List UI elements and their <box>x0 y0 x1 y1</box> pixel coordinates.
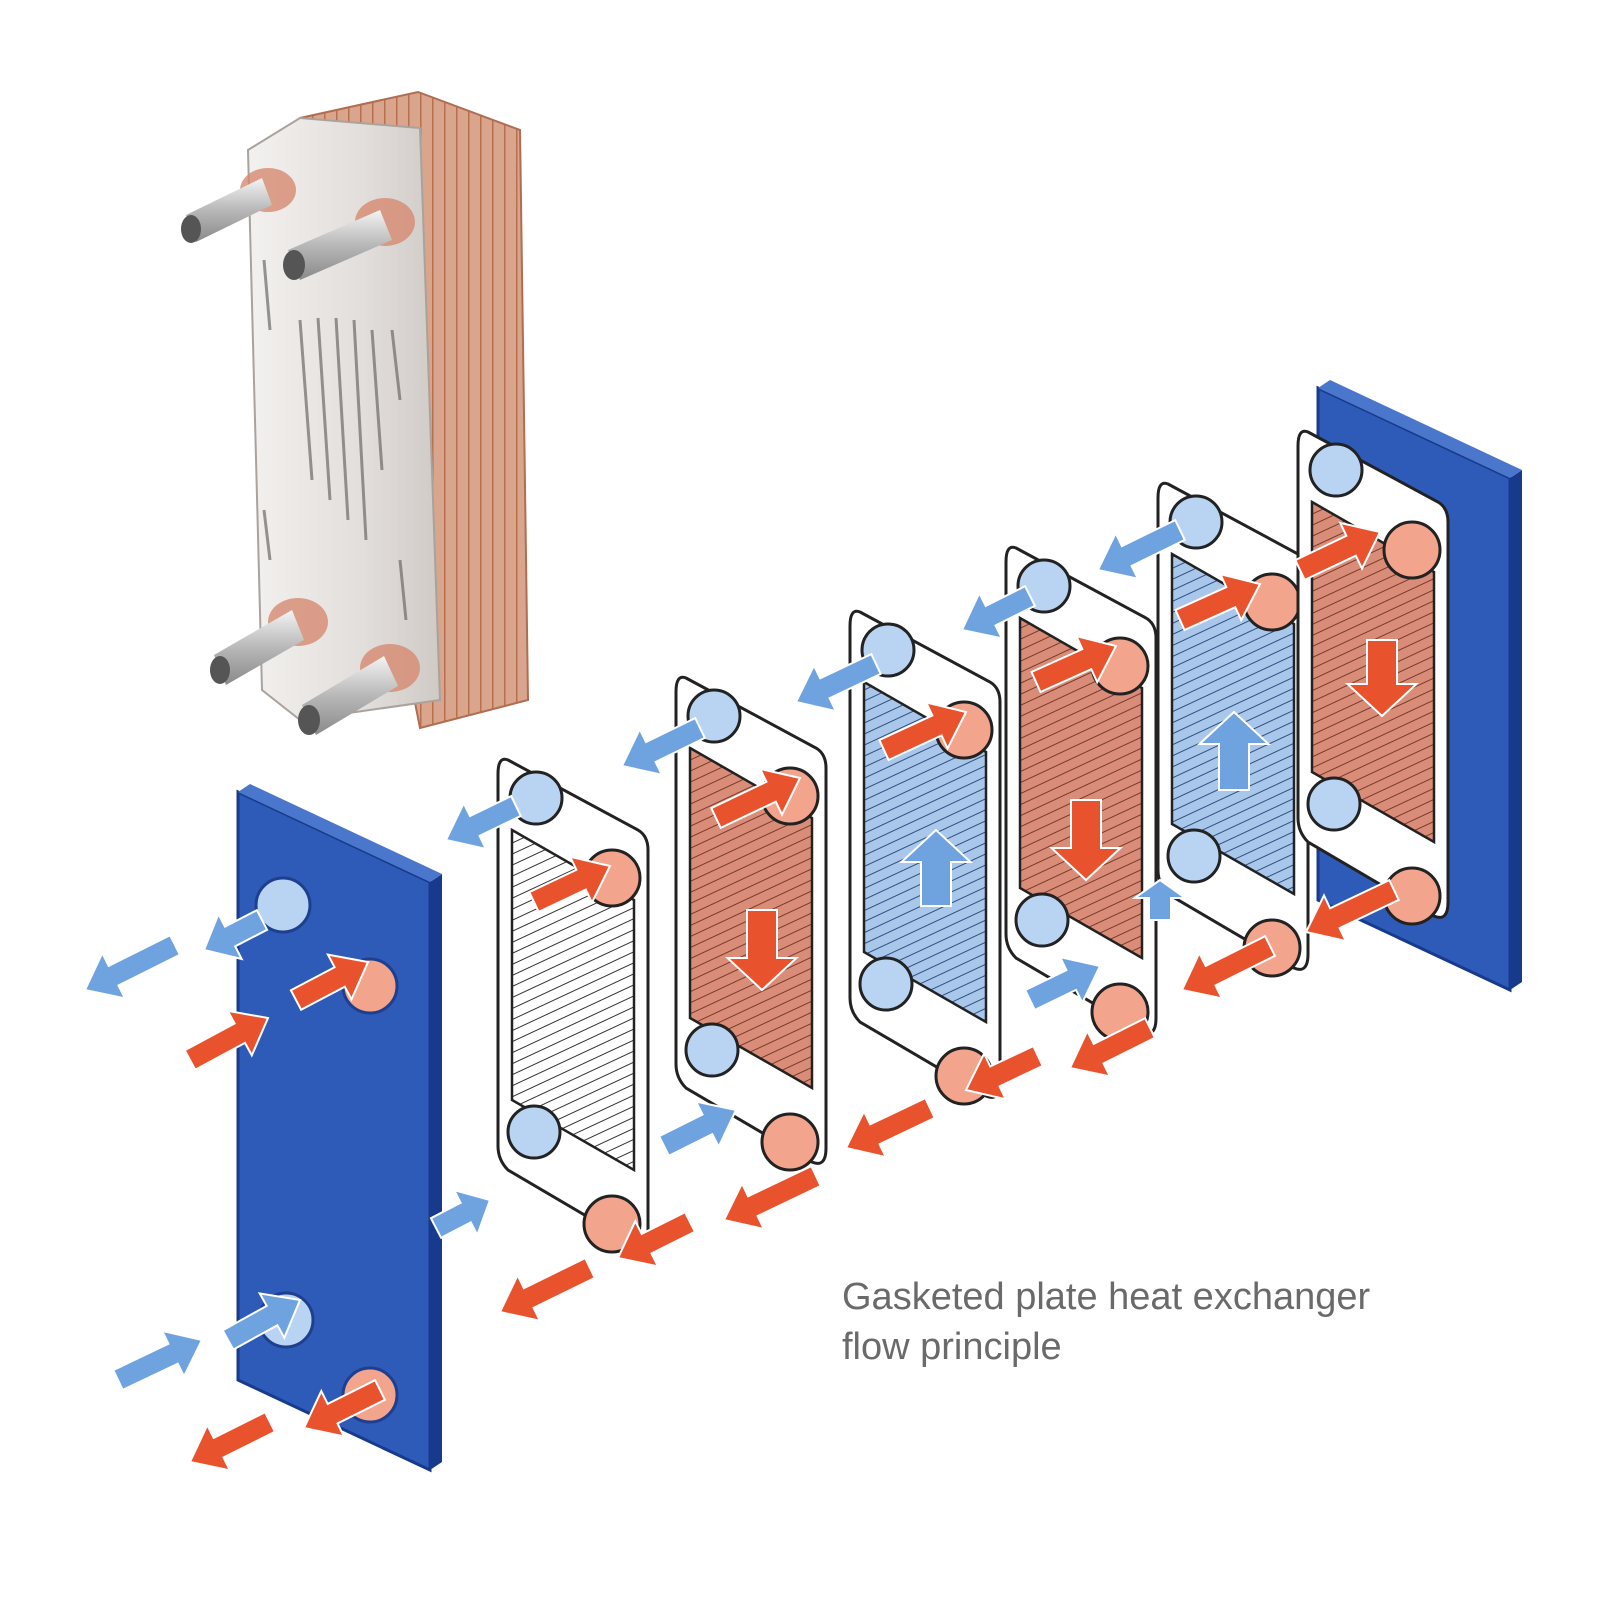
arrow-cold-icon <box>83 933 182 1000</box>
arrow-cold-icon <box>960 584 1037 640</box>
arrow-hot-icon <box>878 701 968 762</box>
arrow-hot-icon <box>724 909 800 992</box>
arrow-hot-icon <box>844 1096 937 1159</box>
arrow-cold-icon <box>444 794 523 851</box>
arrow-cold-icon <box>898 828 974 907</box>
arrow-cold-icon <box>1096 518 1187 581</box>
arrow-cold-icon <box>620 716 707 777</box>
arrow-cold-icon <box>202 908 269 961</box>
caption-line-2: flow principle <box>842 1326 1062 1368</box>
arrow-hot-icon <box>964 1044 1045 1101</box>
heat-plate-1 <box>496 757 650 1254</box>
arrow-hot-icon <box>1293 521 1382 582</box>
arrow-hot-icon <box>289 953 370 1012</box>
arrow-hot-icon <box>1344 639 1420 718</box>
bottom-right-port <box>298 644 420 735</box>
arrow-hot-icon <box>722 1164 823 1231</box>
arrow-cold-icon <box>1131 878 1189 921</box>
arrow-hot-icon <box>709 767 802 830</box>
arrow-cold-icon <box>221 1292 302 1351</box>
arrow-hot-icon <box>1030 634 1118 694</box>
front-frame-plate <box>236 784 442 1473</box>
arrow-cold-icon <box>429 1188 492 1240</box>
arrow-hot-icon <box>188 1410 277 1472</box>
top-right-port <box>283 198 415 280</box>
arrow-hot-icon <box>616 1210 697 1268</box>
arrow-hot-icon <box>527 855 612 914</box>
arrow-hot-icon <box>498 1256 597 1323</box>
arrow-hot-icon <box>302 1378 387 1438</box>
bottom-left-port <box>210 598 328 685</box>
arrow-hot-icon <box>1174 572 1262 632</box>
top-left-port <box>181 168 296 243</box>
arrow-hot-icon <box>1304 878 1401 943</box>
diagram-caption: Gasketed plate heat exchanger flow princ… <box>842 1272 1582 1372</box>
port-hole-cold-out <box>254 876 312 934</box>
arrow-cold-icon <box>657 1100 738 1158</box>
caption-line-1: Gasketed plate heat exchanger <box>842 1276 1371 1318</box>
arrow-hot-icon <box>1068 1016 1157 1078</box>
arrow-cold-icon <box>111 1329 204 1392</box>
brazed-heat-exchanger-photo <box>181 90 530 735</box>
arrow-hot-icon <box>183 1009 270 1072</box>
arrow-hot-icon <box>1180 934 1277 1000</box>
arrow-cold-icon <box>1196 710 1272 791</box>
arrow-cold-icon <box>1023 955 1102 1012</box>
arrow-hot-icon <box>1048 799 1124 882</box>
arrow-cold-icon <box>794 652 883 713</box>
